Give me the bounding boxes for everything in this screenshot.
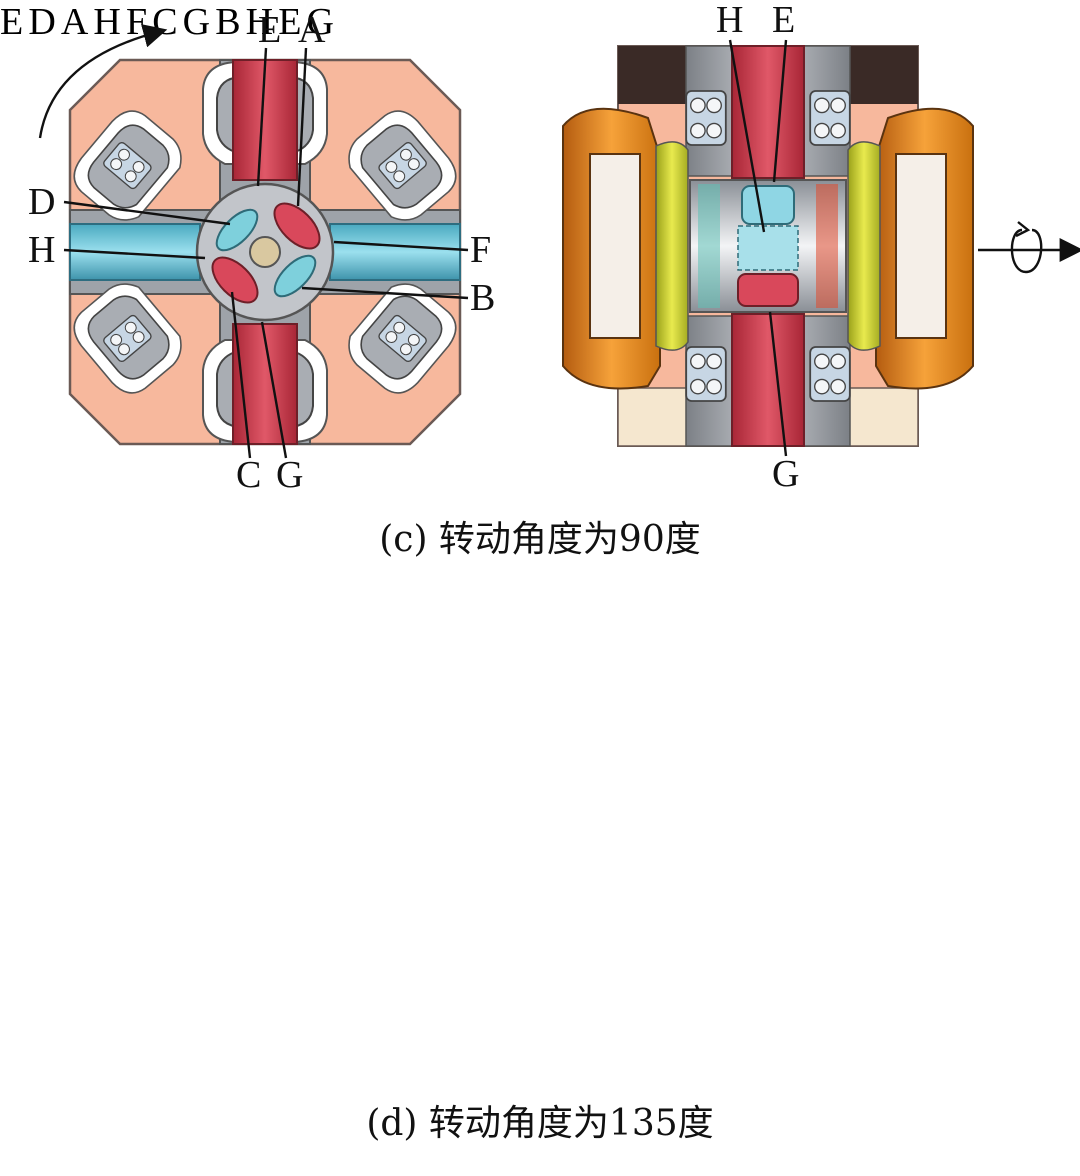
panel-c-section-view xyxy=(65,60,465,444)
label-d-side-H: H xyxy=(245,1,274,43)
label-c-A: A xyxy=(298,9,326,51)
labels-c-section: E A D H F B C G xyxy=(28,9,495,496)
panel-d: E D A H F C G B H E G xyxy=(0,1,334,43)
label-c-G: G xyxy=(276,454,303,496)
labels-c-side: H E G xyxy=(716,0,799,495)
rotation-about-axis-icon xyxy=(978,222,1074,272)
labels-d-side: H E G xyxy=(246,1,334,43)
label-d-side-E: E xyxy=(278,1,302,43)
label-d-side-G: G xyxy=(306,1,334,43)
label-c-E: E xyxy=(258,9,281,51)
panel-c: E A D H F B C G H E G xyxy=(28,0,1074,496)
label-c-F: F xyxy=(470,229,491,271)
rotor-c xyxy=(211,202,321,304)
label-c-side-G: G xyxy=(772,453,799,495)
label-c-side-H: H xyxy=(716,0,743,41)
label-c-D: D xyxy=(28,181,55,223)
labels-d-section: E D A H F C G B xyxy=(0,1,246,43)
label-d-E: E xyxy=(0,1,24,43)
label-d-A: A xyxy=(60,1,89,43)
label-d-G: G xyxy=(182,1,211,43)
label-c-B: B xyxy=(470,277,495,319)
label-d-D: D xyxy=(28,1,56,43)
rotation-about-axis-icon: E D A H F C G B H E G xyxy=(0,1,334,43)
label-c-side-E: E xyxy=(772,0,795,41)
label-c-C: C xyxy=(236,454,261,496)
panel-c-side-view xyxy=(563,46,973,446)
caption-c: (c) 转动角度为90度 xyxy=(379,519,701,560)
clockwise-arrow-icon xyxy=(38,24,168,139)
label-c-H: H xyxy=(28,229,55,271)
label-d-H: H xyxy=(93,1,121,43)
label-d-B: B xyxy=(215,1,241,43)
caption-d: (d) 转动角度为135度 xyxy=(366,1103,714,1144)
clockwise-arrow-icon: E D A H F C G B H E G xyxy=(0,1,334,43)
